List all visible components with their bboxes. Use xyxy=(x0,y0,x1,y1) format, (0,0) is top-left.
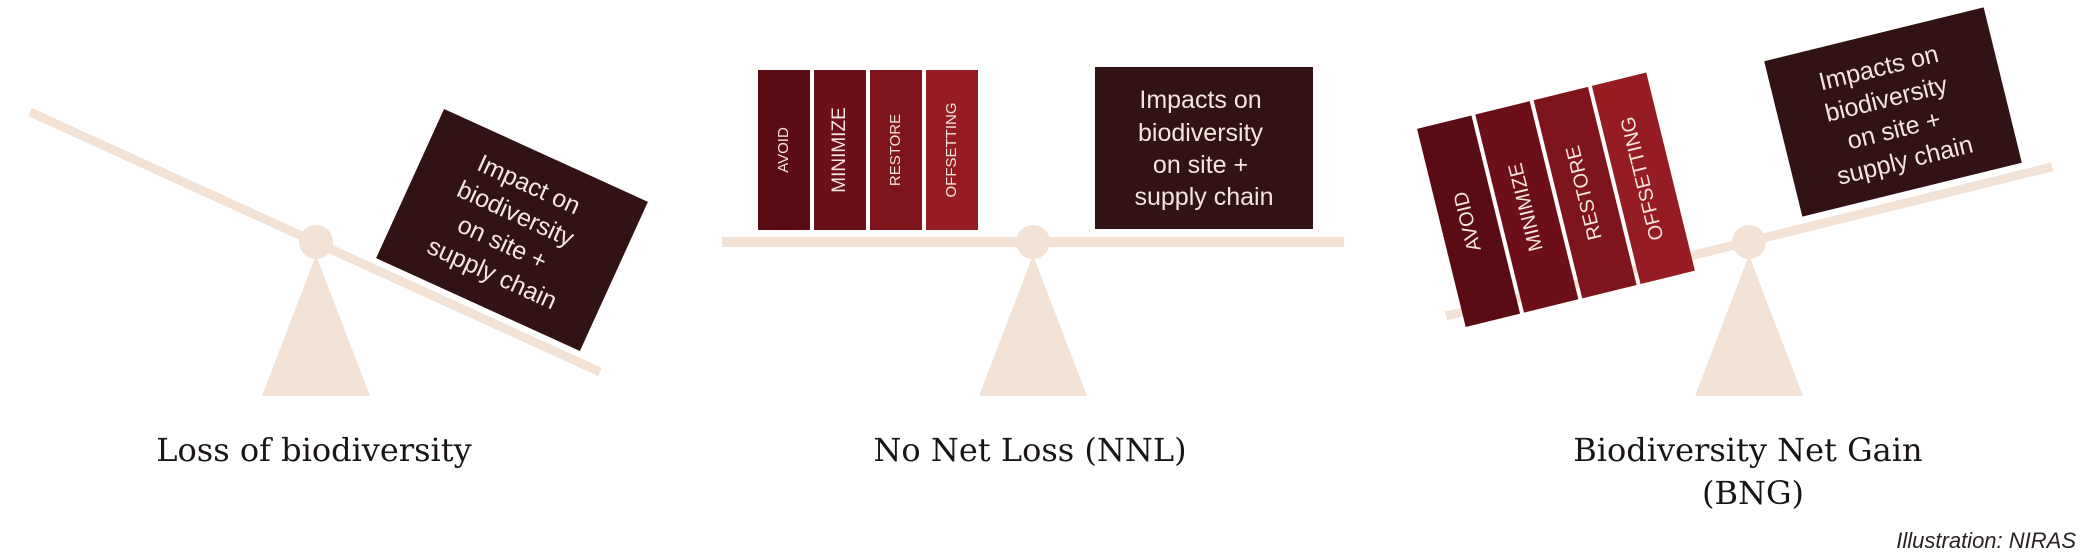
fulcrum-triangle xyxy=(1695,255,1803,396)
svg-text:AVOID: AVOID xyxy=(775,127,792,173)
step-avoid: AVOID xyxy=(758,70,810,230)
svg-text:RESTORE: RESTORE xyxy=(887,114,904,186)
impact-box: Impacts on biodiversity on site + supply… xyxy=(1764,7,2022,217)
panel-nnl: AVOID MINIMIZE RESTORE OFFSETTING Impact… xyxy=(722,67,1344,469)
caption-bng-line: (BNG) xyxy=(1702,474,1804,512)
pivot-circle xyxy=(1016,225,1050,259)
caption-bng: Biodiversity Net Gain (BNG) xyxy=(1573,431,1932,512)
step-minimize: MINIMIZE xyxy=(814,70,866,230)
impact-box: Impact on biodiversity on site + supply … xyxy=(376,108,648,352)
illustration-credit: Illustration: NIRAS xyxy=(1896,528,2076,553)
step-minimize: MINIMIZE xyxy=(1475,101,1579,313)
panel-bng: AVOID MINIMIZE RESTORE OFFSETTING Impact… xyxy=(1417,7,2054,512)
step-offsetting: OFFSETTING xyxy=(926,70,978,230)
step-offsetting: OFFSETTING xyxy=(1591,72,1695,285)
pivot-circle xyxy=(1732,225,1766,259)
step-stack: AVOID MINIMIZE RESTORE OFFSETTING xyxy=(1417,72,1695,327)
svg-text:OFFSETTING: OFFSETTING xyxy=(943,103,960,198)
impact-box: Impacts on biodiversity on site + supply… xyxy=(1095,67,1313,229)
caption-loss: Loss of biodiversity xyxy=(156,431,471,469)
fulcrum-triangle xyxy=(262,255,370,396)
impact-line: supply chain xyxy=(1135,183,1274,211)
step-restore: RESTORE xyxy=(1533,86,1637,299)
step-restore: RESTORE xyxy=(870,70,922,230)
impact-line: Impacts on xyxy=(1139,86,1261,114)
step-avoid: AVOID xyxy=(1417,115,1521,327)
caption-bng-line: Biodiversity Net Gain xyxy=(1573,431,1922,469)
panel-loss: Impact on biodiversity on site + supply … xyxy=(28,107,648,469)
svg-text:MINIMIZE: MINIMIZE xyxy=(829,107,850,193)
step-stack: AVOID MINIMIZE RESTORE OFFSETTING xyxy=(758,70,978,230)
pivot-circle xyxy=(299,225,333,259)
caption-nnl: No Net Loss (NNL) xyxy=(873,431,1186,469)
svg-text:Impacts on biodiversit: Impacts on biodiversity on site + supply… xyxy=(1135,86,1274,211)
fulcrum-triangle xyxy=(979,255,1087,396)
impact-line: on site + xyxy=(1153,151,1248,179)
impact-line: biodiversity xyxy=(1138,119,1264,147)
